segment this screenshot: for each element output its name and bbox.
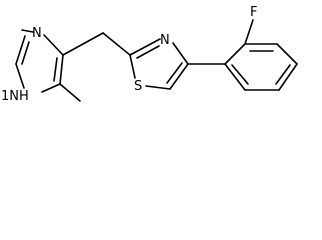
thiazole-ring	[129, 38, 189, 90]
thiazole-s-label: S	[134, 79, 142, 94]
bond	[53, 57, 58, 82]
bond	[276, 43, 298, 65]
bond	[278, 63, 298, 91]
fluorine-label: F	[250, 5, 257, 20]
imidazole-n3-label: N	[32, 26, 42, 41]
imidazole-n1h-prefix: 1	[1, 89, 9, 104]
bond	[172, 42, 189, 65]
bond	[169, 63, 189, 90]
bond	[129, 38, 161, 56]
fluorophenyl-ring	[224, 43, 298, 91]
bond	[21, 41, 30, 65]
bond	[59, 54, 64, 85]
bond	[43, 34, 64, 56]
bond	[15, 35, 26, 65]
bond	[275, 64, 291, 85]
bond	[166, 62, 183, 84]
bond	[129, 54, 136, 79]
bond	[224, 43, 246, 65]
bond	[15, 63, 25, 89]
imidazole-n1h-text: NH	[9, 89, 29, 104]
imidazole-ring	[15, 29, 64, 93]
bond	[21, 29, 34, 33]
thiazole-n-label: N	[160, 33, 170, 48]
bond	[41, 83, 61, 93]
bond	[224, 63, 246, 91]
bond	[145, 85, 171, 90]
molecule-structure-diagram: N 1NH N S F	[1, 5, 298, 104]
methylene-bond	[102, 32, 131, 56]
bond	[136, 45, 160, 59]
methyl-bond	[59, 83, 81, 102]
methylene-bond	[62, 32, 104, 56]
fluorine-bond	[244, 19, 254, 45]
bond	[231, 64, 249, 85]
imidazole-n1h-label: 1NH	[1, 89, 29, 104]
